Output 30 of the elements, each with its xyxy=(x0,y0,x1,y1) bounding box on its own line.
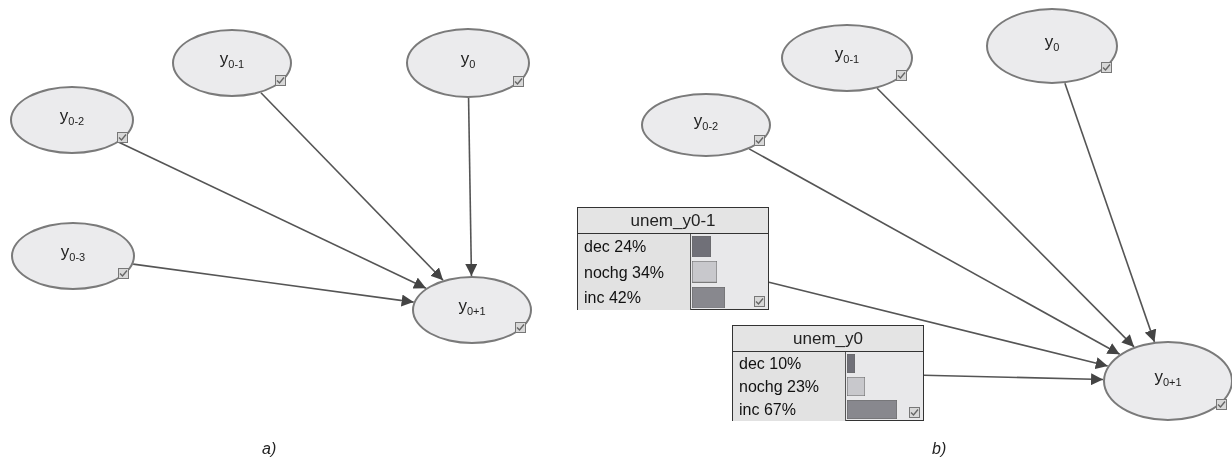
arrow xyxy=(768,281,1109,369)
node-label: y$_{0-2}$ xyxy=(59,106,85,128)
table-header: unem_y0 xyxy=(733,326,923,352)
node-label: y$_{0+1}$ xyxy=(458,296,486,318)
node-label: y$_{0+1}$ xyxy=(1154,367,1182,389)
node-label: y$_{0-3}$ xyxy=(60,242,86,264)
state-probability: nochg 34% xyxy=(584,262,665,282)
arrow xyxy=(1064,82,1157,343)
state-probability: dec 10% xyxy=(739,354,802,373)
node-label: y$_{0-1}$ xyxy=(219,49,245,71)
state-probability: inc 42% xyxy=(584,287,641,307)
arrow xyxy=(132,263,415,307)
node-label: y$_{0-1}$ xyxy=(834,44,860,66)
panel-label: b) xyxy=(932,440,947,458)
node-label: y$_{0}$ xyxy=(460,49,476,71)
panel-label: a) xyxy=(262,440,277,458)
state-probability: dec 24% xyxy=(584,237,647,257)
node-label: y$_{0-2}$ xyxy=(693,111,719,133)
probability-table xyxy=(732,325,924,421)
variable-ellipse xyxy=(1103,341,1232,421)
arrow xyxy=(465,97,478,277)
state-probability: nochg 23% xyxy=(739,377,820,396)
arrow xyxy=(118,141,427,289)
arrow xyxy=(260,92,444,282)
arrow xyxy=(748,148,1121,356)
probability-table xyxy=(577,207,769,310)
arrow xyxy=(923,373,1104,386)
state-probability: inc 67% xyxy=(739,400,796,419)
table-header: unem_y0-1 xyxy=(578,208,768,234)
node-label: y$_{0}$ xyxy=(1044,32,1060,54)
